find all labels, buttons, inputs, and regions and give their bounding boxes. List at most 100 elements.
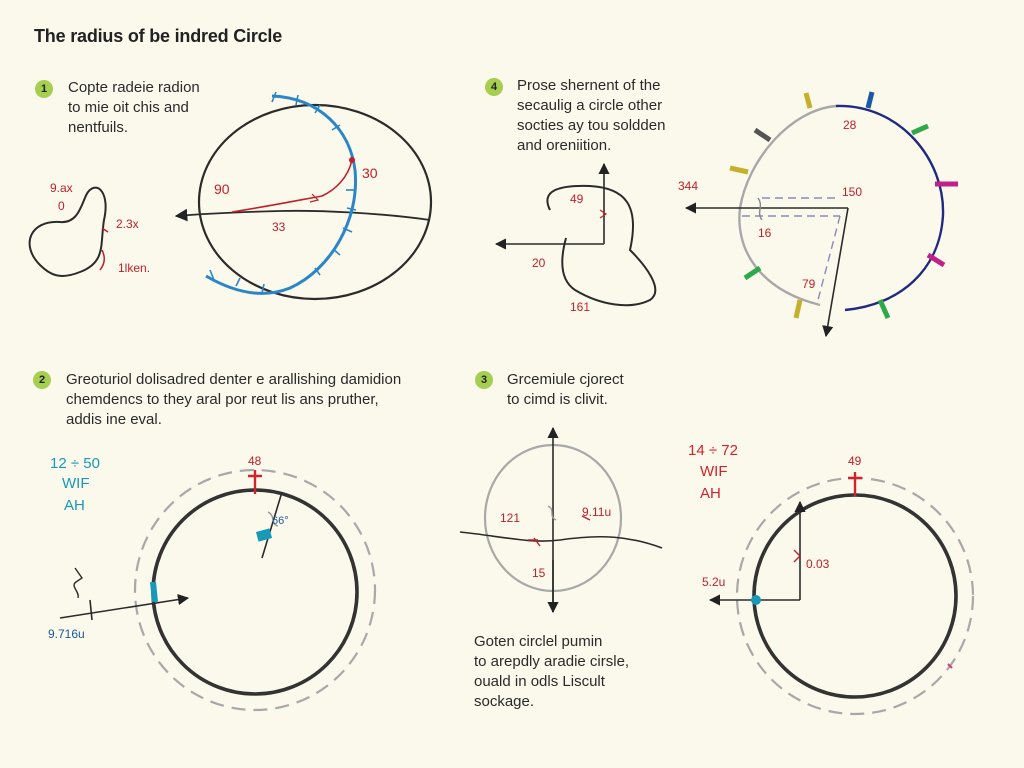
label-48: 48 (248, 454, 262, 468)
cross-tick (89, 599, 93, 621)
main-circle (197, 103, 433, 301)
label-0: 0 (58, 199, 65, 213)
outer-dashed-circle (133, 468, 377, 712)
red-tick (793, 549, 801, 563)
loop-marker (99, 227, 109, 271)
caption-line: socties ay tou soldden (517, 117, 666, 134)
caption-line: Prose shernent of the (517, 77, 661, 94)
center-point (751, 595, 761, 605)
loop-curve (546, 184, 657, 307)
tick (314, 267, 321, 276)
step-badge-3: 3 (475, 371, 493, 389)
tick (877, 298, 891, 320)
label-ah: AH (700, 485, 721, 502)
horizontal-axis (174, 208, 431, 222)
caption-step-4: Prose shernent of the secaulig a circle … (517, 76, 665, 156)
small-mark (267, 511, 279, 527)
label-15: 15 (532, 566, 546, 580)
tick (235, 277, 241, 287)
caption-line: secaulig a circle other (517, 97, 663, 114)
label-16: 16 (758, 226, 772, 240)
tick (865, 91, 875, 109)
radius-line (231, 159, 353, 213)
tick (803, 92, 813, 109)
diagram-panel-3: 121 9.11u 15 (459, 426, 663, 614)
blue-marker (255, 528, 273, 542)
step-badge-4: 4 (485, 78, 503, 96)
small-mark (547, 505, 557, 521)
tick (295, 94, 299, 106)
label-0-03: 0.03 (806, 557, 830, 571)
label-121: 121 (500, 511, 520, 525)
main-circle (752, 493, 958, 699)
red-tick (528, 515, 591, 547)
caption-step-2: Greoturiol dolisadred denter e arallishi… (66, 370, 401, 430)
radius-arrow (59, 594, 190, 619)
small-mark (757, 197, 763, 221)
tick (342, 227, 353, 233)
tick (926, 252, 946, 268)
horizontal-curve (459, 531, 663, 549)
page-title: The radius of be indred Circle (34, 26, 283, 46)
main-circle (151, 488, 359, 696)
caption-line: Grcemiule cjorect (507, 371, 624, 388)
caption-line: addis ine eval. (66, 411, 162, 428)
arc-ticks (729, 91, 958, 320)
tick (743, 265, 762, 281)
label-150: 150 (842, 185, 862, 199)
label-20: 20 (532, 256, 546, 270)
step-badge-1: 1 (35, 80, 53, 98)
radius-arrowhead (309, 193, 320, 203)
tick (314, 104, 321, 114)
label-1lken: 1lken. (118, 261, 150, 275)
label-30: 30 (362, 165, 378, 181)
label-161: 161 (570, 300, 590, 314)
label-wif: WIF (700, 463, 728, 480)
tick (271, 91, 277, 103)
blue-arc (205, 94, 358, 295)
radius-tick (261, 491, 283, 559)
caption-step-3: Grcemiule cjorect to cimd is clivit. (507, 370, 624, 410)
tick (729, 165, 749, 175)
caption-line: Greoturiol dolisadred denter e arallishi… (66, 371, 402, 388)
caption-line: chemdencs to they aral por reut lis ans … (66, 391, 379, 408)
caption-step-1: Copte radeie radion to mie oit chis and … (68, 78, 200, 138)
label-9ax: 9.ax (50, 181, 73, 195)
tick (346, 207, 357, 211)
label-66deg: 66° (272, 515, 289, 527)
tick (332, 248, 341, 256)
caption-line: to cimd is clivit. (507, 391, 608, 408)
diagram-panel-4: 49 20 161 344 28 150 16 79 (494, 91, 958, 338)
tick (793, 299, 803, 319)
label-49: 49 (570, 192, 584, 206)
blue-marker (150, 581, 158, 603)
tick (331, 124, 341, 131)
caption-bottom: Goten circlel pumin to arepdly aradie ci… (474, 632, 629, 712)
pink-mark (947, 663, 953, 669)
label-2-3x: 2.3x (116, 217, 139, 231)
label-9-716u: 9.716u (48, 627, 85, 641)
label-ah: AH (64, 497, 85, 514)
pointer-mark (73, 567, 83, 599)
blue-arc-ticks (209, 91, 357, 294)
label-14-72: 14 ÷ 72 (688, 442, 738, 459)
label-33: 33 (272, 220, 286, 234)
caption-line: ouald in odls Liscult (474, 673, 605, 690)
tick (261, 283, 265, 294)
caption-line: Goten circlel pumin (474, 633, 603, 650)
diagram-panel-1: 9.ax 0 2.3x 1lken. 90 33 30 (28, 91, 433, 301)
arc-point (349, 157, 355, 163)
label-49: 49 (848, 454, 862, 468)
loop-curve (28, 186, 107, 277)
label-79: 79 (802, 277, 816, 291)
label-28: 28 (843, 118, 857, 132)
caption-line: and oreniition. (517, 137, 612, 154)
tick (753, 127, 772, 143)
diagonal-axis (822, 207, 849, 338)
top-marker (848, 472, 862, 496)
step-badge-2: 2 (33, 371, 51, 389)
navy-arc (835, 104, 945, 312)
caption-line: to arepdly aradie cirsle, (474, 653, 630, 670)
small-mark (599, 209, 608, 219)
